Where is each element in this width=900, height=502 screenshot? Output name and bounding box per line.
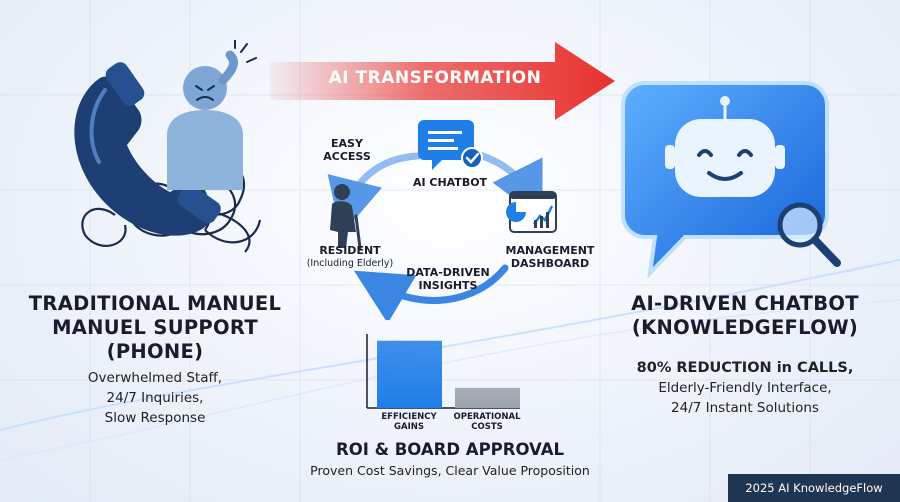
- insights-line: DATA-DRIVEN: [406, 266, 490, 279]
- left-sub-line: Overwhelmed Staff,: [87, 370, 223, 386]
- ai-chatbot-label: AI CHATBOT: [412, 176, 488, 189]
- right-subtitle: 80% REDUCTION in CALLS, Elderly-Friendly…: [605, 358, 885, 418]
- left-sub-line: Slow Response: [104, 410, 206, 426]
- robot-icon: [665, 96, 785, 197]
- left-title-line: MANUEL SUPPORT: [52, 316, 258, 339]
- bar-label-line: COSTS: [471, 422, 503, 432]
- transformation-arrow: [270, 42, 615, 120]
- management-line: DASHBOARD: [510, 257, 590, 270]
- bar-label-line: OPERATIONAL: [453, 412, 521, 422]
- bar-label-line: GAINS: [394, 422, 424, 432]
- stressed-person-icon: [167, 40, 257, 190]
- right-title-line: AI-DRIVEN CHATBOT: [631, 292, 859, 315]
- checkmark-icon: [461, 147, 483, 169]
- bar-label-operational: OPERATIONAL COSTS: [447, 412, 527, 432]
- footer-badge: 2025 AI KnowledgeFlow: [728, 474, 900, 502]
- resident-note: (Including Elderly): [306, 258, 394, 269]
- right-sub-strong: 80% REDUCTION in CALLS,: [636, 360, 854, 376]
- transformation-label: AI TRANSFORMATION: [328, 68, 542, 88]
- bar-label-line: EFFICIENCY: [381, 412, 437, 422]
- left-sub-line: 24/7 Inquiries,: [106, 390, 204, 406]
- easy-access-line: EASY: [331, 137, 363, 150]
- chat-bubble-icon: [418, 120, 474, 170]
- robot-chat-illustration: [621, 81, 841, 279]
- right-title-line: (KNOWLEDGEFLOW): [631, 316, 859, 339]
- left-title-line: (PHONE): [106, 340, 204, 363]
- bar-efficiency-gains: [377, 340, 442, 408]
- right-sub-line: Elderly-Friendly Interface,: [658, 380, 832, 396]
- management-dashboard-label: MANAGEMENT DASHBOARD: [495, 244, 605, 270]
- dashboard-icon: [506, 191, 557, 233]
- easy-access-label: EASY ACCESS: [302, 137, 392, 163]
- left-title-line: TRADITIONAL MANUEL: [28, 292, 282, 315]
- management-line: MANAGEMENT: [505, 244, 595, 257]
- magnifier-icon: [777, 202, 841, 267]
- bar-label-efficiency: EFFICIENCY GAINS: [374, 412, 444, 432]
- left-title: TRADITIONAL MANUEL MANUEL SUPPORT (PHONE…: [10, 292, 300, 364]
- resident-line: RESIDENT: [319, 244, 381, 257]
- phone-icon: [74, 62, 221, 236]
- bar-operational-costs: [455, 387, 520, 408]
- roi-bar-chart: [366, 334, 520, 409]
- right-title: AI-DRIVEN CHATBOT (KNOWLEDGEFLOW): [600, 292, 890, 340]
- right-sub-line: 24/7 Instant Solutions: [671, 400, 819, 416]
- easy-access-line: ACCESS: [323, 150, 371, 163]
- cycle-diagram: [327, 120, 557, 320]
- phone-illustration: [74, 40, 262, 253]
- elderly-person-icon: [330, 184, 362, 250]
- roi-title: ROI & BOARD APPROVAL: [335, 440, 564, 459]
- insights-label: DATA-DRIVEN INSIGHTS: [398, 266, 498, 292]
- insights-line: INSIGHTS: [418, 279, 478, 292]
- roi-subtitle: Proven Cost Savings, Clear Value Proposi…: [310, 463, 590, 478]
- resident-label: RESIDENT (Including Elderly): [290, 244, 410, 270]
- left-subtitle: Overwhelmed Staff, 24/7 Inquiries, Slow …: [40, 368, 270, 428]
